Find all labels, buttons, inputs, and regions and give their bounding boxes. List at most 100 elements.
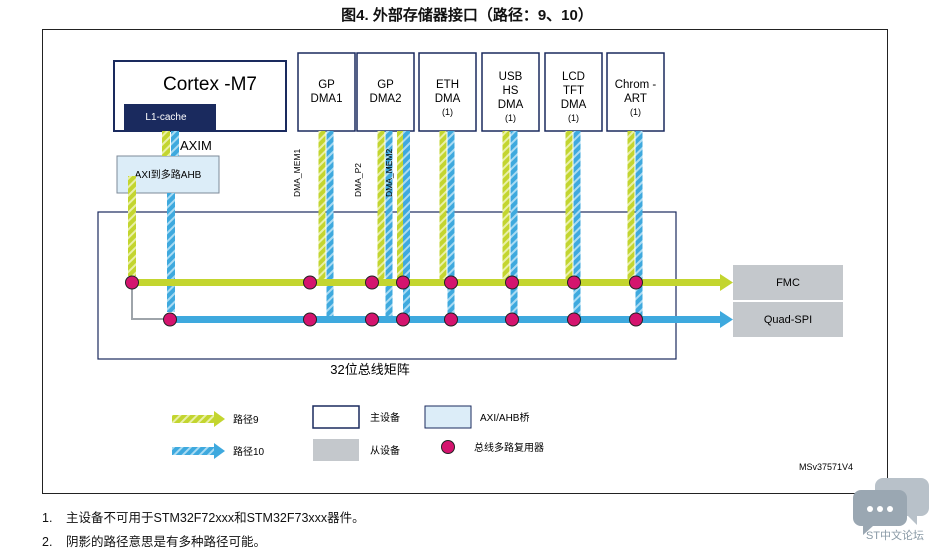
legend-bridge-swatch: [424, 405, 472, 429]
mux-path10-5: [505, 312, 519, 327]
master-2-line-1: DMA: [435, 93, 461, 105]
mux-path9-5: [505, 275, 519, 290]
mux-path9-1: [303, 275, 317, 290]
footnote-1: 1. 主设备不可用于STM32F72xxx和STM32F73xxx器件。: [42, 507, 365, 526]
legend-master-swatch: [312, 405, 360, 429]
bus-matrix-label: 32位总线矩阵: [330, 362, 409, 377]
mux-path9-0: [125, 275, 139, 290]
port-label-0: DMA_MEM1: [292, 149, 302, 197]
master-3-path10: [510, 131, 518, 320]
figure-id: MSv37571V4: [799, 462, 853, 472]
mux-path10-1: [303, 312, 317, 327]
mux-path9-7: [629, 275, 643, 290]
master-3-line-2: DMA: [498, 99, 524, 111]
axim-label: AXIM: [180, 138, 212, 153]
cortex-m7-label: Cortex -M7: [163, 74, 257, 95]
cpu-path9-upper: [162, 131, 170, 156]
master-2-path9: [439, 131, 447, 283]
master-1-line-1: DMA2: [370, 93, 402, 105]
mux-path10-3: [396, 312, 410, 327]
master-3-line-1: HS: [503, 85, 519, 97]
master-3-line-0: USB: [499, 71, 523, 83]
master-1-path10: [385, 131, 393, 320]
port-label-1: DMA_P2: [353, 163, 363, 197]
mux-path9-2: [365, 275, 379, 290]
footnote-1-number: 1.: [42, 511, 53, 525]
mux-path10-6: [567, 312, 581, 327]
mux-path10-0: [163, 312, 177, 327]
l1-cache-label: L1-cache: [145, 112, 187, 123]
bus-multiplexers: [125, 275, 643, 327]
quad-spi-label: Quad-SPI: [764, 314, 812, 326]
legend-path10-label: 路径10: [233, 445, 265, 458]
master-0-line-0: GP: [318, 79, 335, 91]
master-5-line-1: ART: [624, 93, 647, 105]
port-label-2: DMA_MEM2: [384, 149, 394, 197]
master-0-line-1: DMA1: [311, 93, 343, 105]
fmc-label: FMC: [776, 277, 800, 289]
master-0-path10: [326, 131, 334, 320]
mux-path9-6: [567, 275, 581, 290]
master-box-0: [297, 52, 356, 132]
watermark-text: ST中文论坛: [865, 530, 925, 542]
fmc-block: [733, 265, 843, 300]
mux-path10-2: [365, 312, 379, 327]
legend-mux-label: 总线多路复用器: [474, 441, 544, 454]
footnote-1-text: 主设备不可用于STM32F72xxx和STM32F73xxx器件。: [66, 511, 365, 525]
port-labels: DMA_MEM1 DMA_P2 DMA_MEM2: [292, 149, 394, 197]
master-5-footnote: (1): [630, 107, 641, 117]
master-4-line-2: DMA: [561, 99, 587, 111]
master-box-5: [606, 52, 665, 132]
legend-mux-dot: [441, 440, 455, 454]
forum-chat-icon: [853, 478, 929, 535]
mux-path10-7: [629, 312, 643, 327]
diagram-frame: [42, 29, 888, 494]
legend-bridge-label: AXI/AHB桥: [480, 412, 529, 424]
footnote-2-text: 阴影的路径意思是有多种路径可能。: [66, 535, 267, 549]
master-paths: [318, 131, 643, 320]
legend-path9-label: 路径9: [233, 413, 259, 426]
cpu-paths: [128, 131, 179, 320]
master-5-path10: [635, 131, 643, 320]
master-1-line-0: GP: [377, 79, 394, 91]
dma2-mem2-path9: [397, 131, 404, 283]
master-3-path9: [502, 131, 510, 283]
legend-slave-label: 从设备: [370, 444, 400, 457]
legend-path9-swatch: [172, 415, 216, 423]
cpu-path10-lower: [167, 193, 175, 312]
master-2-line-0: ETH: [436, 79, 459, 91]
legend-path10-arrow: [214, 443, 225, 459]
master-1-path9: [377, 131, 385, 283]
master-5-line-0: Chrom -: [615, 79, 657, 91]
master-box-1: [356, 52, 415, 132]
master-4-line-1: TFT: [563, 85, 584, 97]
quad-spi-block: [733, 302, 843, 337]
bus-path10-arrowhead: [720, 311, 733, 328]
master-box-2: [418, 52, 477, 132]
mux-path9-3: [396, 275, 410, 290]
master-4-path9: [565, 131, 573, 283]
master-4-line-0: LCD: [562, 71, 585, 83]
cpu-path9-lower: [128, 176, 136, 276]
footnote-2-number: 2.: [42, 535, 53, 549]
bus-path9: [132, 274, 733, 291]
legend-slave-swatch: [313, 439, 359, 461]
axi-ahb-bridge-label: AXI到多路AHB: [135, 168, 202, 181]
master-2-path10: [447, 131, 455, 320]
master-2-footnote: (1): [442, 107, 453, 117]
figure-title: 图4. 外部存储器接口（路径：9、10）: [341, 7, 593, 24]
legend-path9-arrow: [214, 411, 225, 427]
legend-path10-swatch: [172, 447, 216, 455]
master-5-path9: [627, 131, 635, 283]
master-4-path10: [573, 131, 581, 320]
cpu-grey-link: [131, 283, 170, 320]
master-boxes: GP DMA1 GP DMA2 ETH DMA (1) USB HS DMA (1) LCD TFT DM…: [297, 52, 665, 132]
mux-path10-4: [444, 312, 458, 327]
l1-cache-block: [124, 104, 216, 131]
master-0-path9: [318, 131, 326, 283]
legend: 路径9 路径10 主设备 从设备 AXI/AHB桥 总线多路复用器: [172, 405, 544, 461]
bus-path9-arrowhead: [720, 274, 733, 291]
master-3-footnote: (1): [505, 113, 516, 123]
legend-master-label: 主设备: [370, 411, 400, 424]
